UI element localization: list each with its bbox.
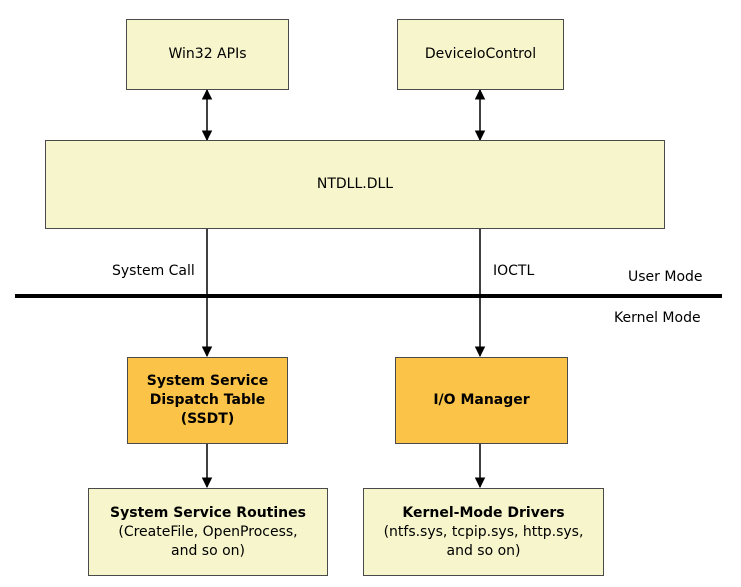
service-routines-box: System Service Routines (CreateFile, Ope… — [88, 488, 328, 576]
ntdll-label: NTDLL.DLL — [316, 176, 394, 192]
service-routines-title: System Service Routines — [110, 504, 306, 521]
win32-apis-label: Win32 APIs — [168, 46, 247, 62]
ssdt-line-3: (SSDT) — [180, 411, 235, 427]
ssdt-line-1: System Service — [146, 373, 269, 389]
ntdll-box: NTDLL.DLL — [45, 140, 665, 229]
system-call-label: System Call — [112, 263, 195, 279]
user-mode-label: User Mode — [628, 269, 703, 285]
kernel-drivers-line-2: and so on) — [446, 542, 521, 559]
kernel-drivers-line-1: (ntfs.sys, tcpip.sys, http.sys, — [383, 523, 584, 540]
io-manager-box: I/O Manager — [395, 357, 568, 444]
kernel-drivers-box: Kernel-Mode Drivers (ntfs.sys, tcpip.sys… — [363, 488, 604, 576]
ioctl-label: IOCTL — [493, 263, 535, 279]
deviceiocontrol-box: DeviceIoControl — [397, 19, 564, 90]
service-routines-line-2: and so on) — [171, 542, 245, 559]
service-routines-line-1: (CreateFile, OpenProcess, — [118, 523, 298, 540]
io-manager-label: I/O Manager — [433, 392, 530, 408]
ssdt-box: System Service Dispatch Table (SSDT) — [127, 357, 288, 444]
kernel-drivers-title: Kernel-Mode Drivers — [402, 504, 565, 521]
kernel-mode-label: Kernel Mode — [614, 310, 701, 326]
deviceiocontrol-label: DeviceIoControl — [424, 46, 537, 62]
ssdt-line-2: Dispatch Table — [149, 392, 266, 408]
win32-apis-box: Win32 APIs — [126, 19, 289, 90]
